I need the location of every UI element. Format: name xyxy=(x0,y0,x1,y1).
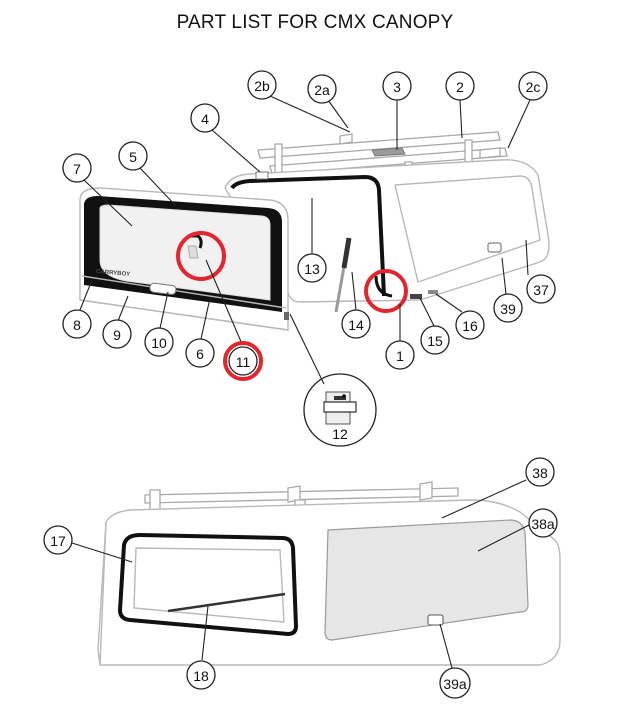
svg-text:7: 7 xyxy=(73,161,81,177)
highlight-door-lock xyxy=(176,231,226,281)
svg-text:2a: 2a xyxy=(314,82,330,98)
callout-6: 6 xyxy=(185,338,215,368)
callout-labels: 2b 2a 3 2 2c 4 7 5 13 37 39 8 9 10 6 11 … xyxy=(43,70,558,699)
callout-13: 13 xyxy=(297,253,327,283)
svg-text:3: 3 xyxy=(393,79,401,95)
svg-text:2: 2 xyxy=(456,79,464,95)
callout-2: 2 xyxy=(445,71,475,101)
callout-18: 18 xyxy=(186,660,216,690)
highlight-body-lock xyxy=(364,269,408,313)
svg-text:17: 17 xyxy=(50,533,66,549)
side-window-glass xyxy=(324,519,529,641)
callout-38: 38 xyxy=(525,457,555,487)
callout-3: 3 xyxy=(382,71,412,101)
leader-lines xyxy=(71,95,531,669)
brand-mark: CARRYBOY xyxy=(96,269,131,278)
callout-14: 14 xyxy=(341,309,371,339)
callout-8: 8 xyxy=(62,309,92,339)
roof-vent xyxy=(371,147,406,157)
callout-17: 17 xyxy=(43,525,73,555)
svg-text:6: 6 xyxy=(196,346,204,362)
svg-text:11: 11 xyxy=(236,354,251,370)
callout-39a: 39a xyxy=(439,667,471,699)
svg-text:5: 5 xyxy=(129,149,137,165)
svg-text:15: 15 xyxy=(427,333,443,349)
door-lock-rod xyxy=(190,234,203,249)
callout-5: 5 xyxy=(118,141,148,171)
door-handle xyxy=(149,282,177,295)
page-title: PART LIST FOR CMX CANOPY xyxy=(176,12,454,33)
svg-text:1: 1 xyxy=(396,348,404,364)
callout-16: 16 xyxy=(455,310,485,340)
svg-text:2c: 2c xyxy=(526,79,541,95)
svg-text:38: 38 xyxy=(532,465,548,481)
callout-7: 7 xyxy=(62,153,92,183)
rear-door-glass xyxy=(99,204,271,301)
svg-text:9: 9 xyxy=(113,327,121,343)
svg-text:38a: 38a xyxy=(531,516,555,532)
callout-12: 12 xyxy=(332,426,348,442)
svg-text:14: 14 xyxy=(348,317,364,333)
svg-text:4: 4 xyxy=(201,111,209,127)
svg-text:10: 10 xyxy=(151,335,167,351)
svg-text:16: 16 xyxy=(462,318,478,334)
callout-4: 4 xyxy=(190,103,220,133)
rear-opening-seal xyxy=(230,175,386,297)
callout-9: 9 xyxy=(102,319,132,349)
svg-text:13: 13 xyxy=(304,261,320,277)
svg-text:18: 18 xyxy=(193,668,209,684)
upper-canopy-view: CARRYBOY xyxy=(79,131,550,331)
side-latch xyxy=(487,242,502,253)
callout-10: 10 xyxy=(144,327,174,357)
svg-text:37: 37 xyxy=(533,282,549,298)
rear-window-seal xyxy=(118,533,298,636)
callout-37: 37 xyxy=(526,274,556,304)
callout-38a: 38a xyxy=(528,508,558,538)
svg-text:39: 39 xyxy=(500,301,516,317)
callout-2c: 2c xyxy=(518,71,548,101)
callout-15: 15 xyxy=(420,325,450,355)
lower-canopy-view xyxy=(97,481,561,666)
callout-2b: 2b xyxy=(247,70,277,100)
callout-2a: 2a xyxy=(307,74,337,104)
callout-11: 11 xyxy=(223,341,263,381)
gas-strut xyxy=(334,237,352,313)
hinge-detail-bubble xyxy=(303,373,377,447)
svg-text:12: 12 xyxy=(332,426,348,442)
callout-39: 39 xyxy=(493,293,523,323)
svg-text:39a: 39a xyxy=(443,676,467,692)
svg-text:2b: 2b xyxy=(254,78,270,94)
svg-text:8: 8 xyxy=(73,317,81,333)
side-window-latch xyxy=(427,614,444,626)
callout-1: 1 xyxy=(385,340,415,370)
